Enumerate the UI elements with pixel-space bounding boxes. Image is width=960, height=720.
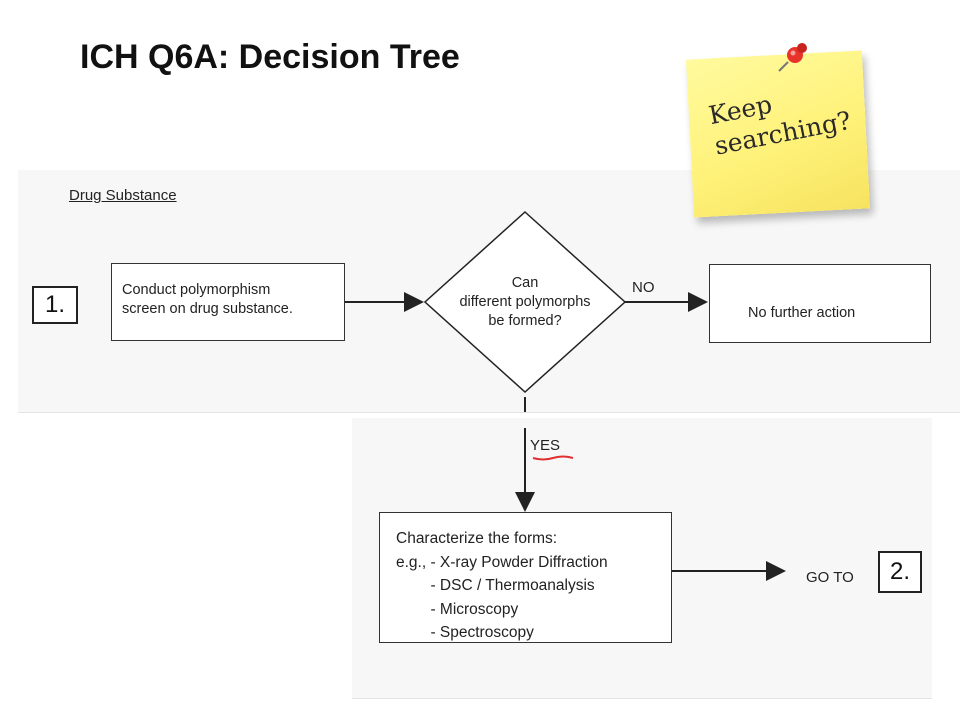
step-number-1: 1. [32, 286, 78, 324]
polymorphism-screen-text: Conduct polymorphism screen on drug subs… [122, 282, 293, 317]
goto-label: GO TO [806, 569, 854, 586]
yes-underline [532, 455, 574, 461]
decision-text: Can different polymorphs be formed? [459, 275, 591, 329]
no-further-action-box: No further action [709, 264, 931, 343]
no-label: NO [632, 279, 655, 296]
section-label: Drug Substance [69, 187, 177, 204]
pushpin-icon [778, 43, 807, 72]
characterize-forms-text: Characterize the forms: e.g., - X-ray Po… [396, 530, 608, 641]
polymorphism-screen-box: Conduct polymorphism screen on drug subs… [111, 263, 345, 341]
step-number-2: 2. [878, 551, 922, 593]
decision-diamond [423, 210, 627, 394]
yes-label: YES [530, 437, 561, 454]
characterize-forms-box: Characterize the forms: e.g., - X-ray Po… [379, 512, 672, 643]
page-title: ICH Q6A: Decision Tree [80, 38, 460, 76]
sticky-note-text: Keep searching? [706, 89, 854, 161]
no-further-action-text: No further action [748, 305, 856, 321]
